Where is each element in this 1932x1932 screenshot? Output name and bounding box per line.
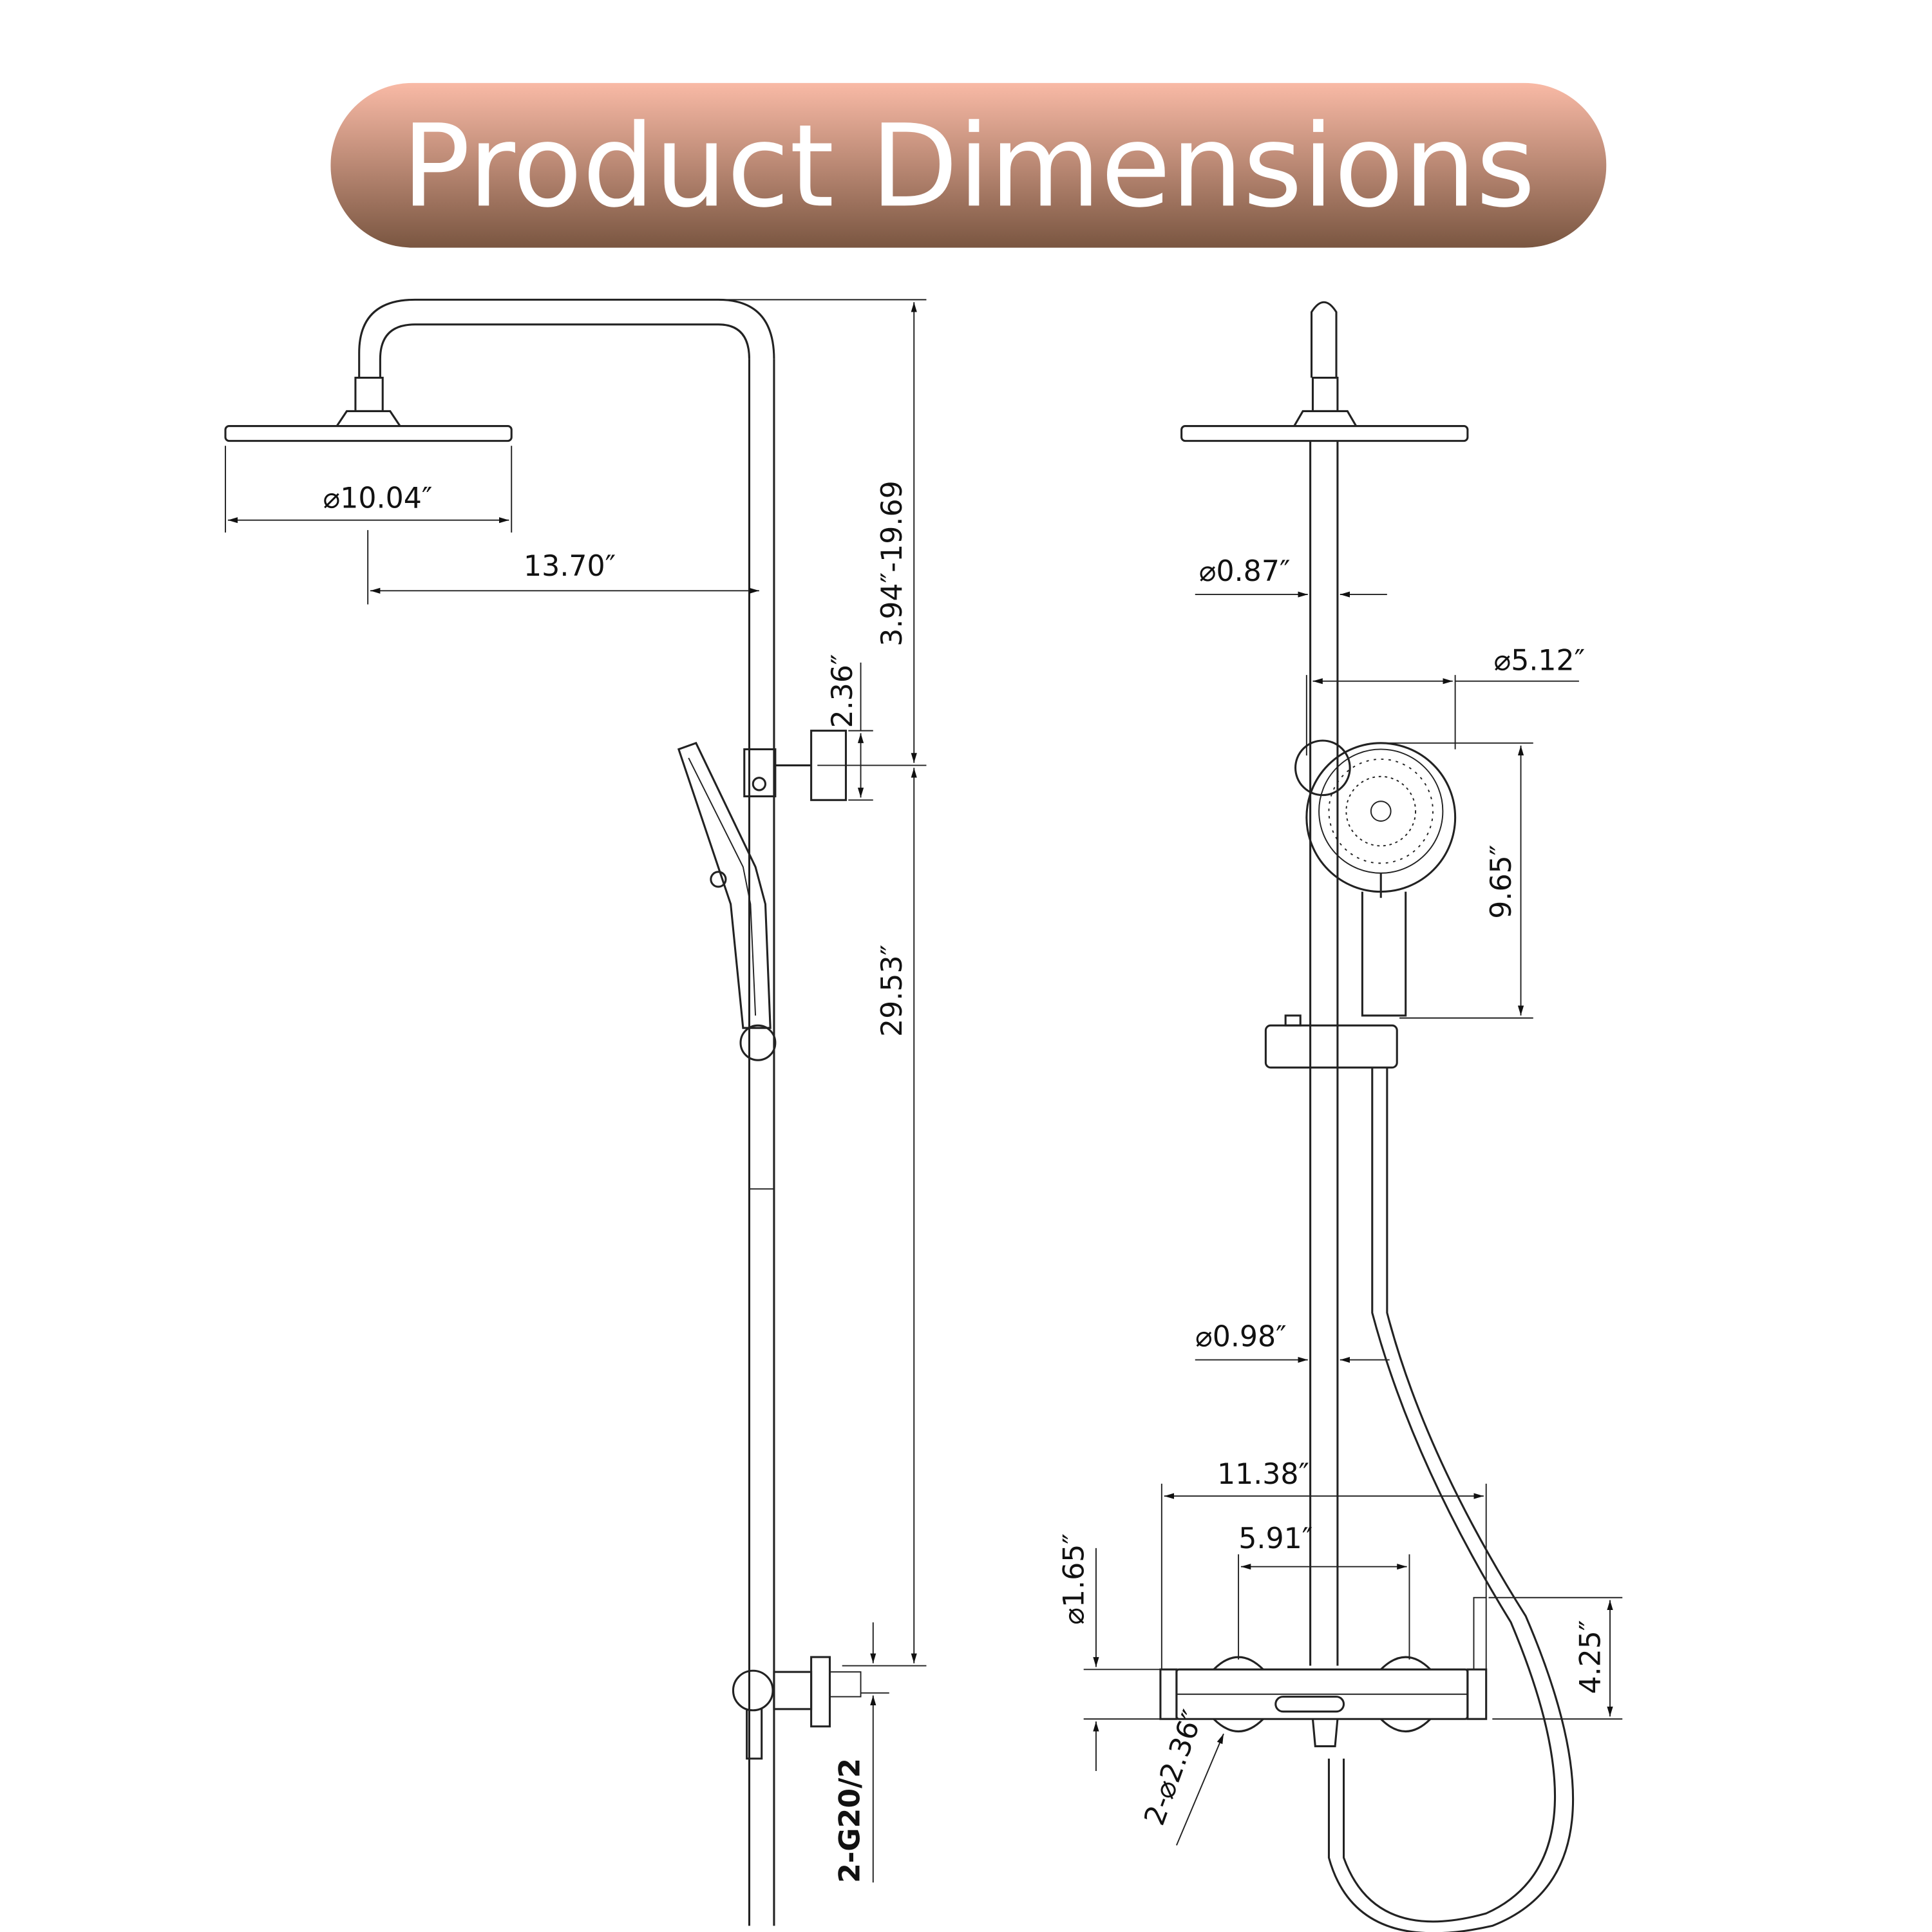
dim-label: 2.36″ [826,654,859,728]
dim-arm-reach: 13.70″ [367,530,759,605]
dim-valve-width: 11.38″ [1160,1458,1487,1670]
dim-label: ⌀0.98″ [1195,1320,1287,1353]
thermostatic-valve [1159,1596,1488,1748]
dim-label: 11.38″ [1217,1458,1309,1491]
rain-shower-head [224,377,513,442]
bottom-valve-side [732,1656,862,1760]
dim-label: 4.25″ [1575,1620,1607,1694]
dim-hand-shower-diameter: ⌀5.12″ [1305,644,1586,756]
dim-label: ⌀5.12″ [1494,644,1586,677]
page-title: Product Dimensions [402,100,1535,232]
dim-adjustable-height: 3.94″-19.69 [718,299,927,766]
riser-pipe [748,359,775,1926]
dim-label: ⌀1.65″ [1058,1533,1091,1625]
dim-label: 5.91″ [1238,1522,1312,1555]
dim-valve-diameter: ⌀1.65″ [1058,1533,1160,1771]
dim-inlet-thread: 2-G20/2 [834,1622,889,1883]
front-view: ⌀0.87″ ⌀5.12″ 9.65″ ⌀0.98″ 11.38″ [1058,301,1623,1932]
dim-flange-diameter: 2-⌀2.36″ [1138,1706,1224,1846]
dim-label: 13.70″ [524,550,616,583]
dim-label: 29.53″ [876,945,909,1037]
dim-hand-shower-length: 9.65″ [1387,742,1533,1019]
dim-label: 2-G20/2 [834,1758,867,1883]
title-banner: Product Dimensions [330,82,1607,248]
hand-shower-side [677,741,777,1061]
dim-label: ⌀10.04″ [323,482,433,515]
banner-pill [330,82,1607,248]
rain-shower-head-front [1180,301,1469,442]
dim-label: 3.94″-19.69 [876,480,909,647]
dim-label: ⌀0.87″ [1199,555,1291,588]
dim-label: 9.65″ [1485,845,1518,919]
dim-rain-head-diameter: ⌀10.04″ [225,446,513,533]
dim-upper-pipe-diameter: ⌀0.87″ [1195,555,1387,598]
slider-bracket [1264,1014,1398,1069]
hand-shower-front [1294,739,1457,1017]
shower-hose [1327,1067,1575,1932]
dim-inlet-spacing: 5.91″ [1238,1522,1410,1660]
dim-label: 2-⌀2.36″ [1138,1706,1209,1830]
side-view: ⌀10.04″ 13.70″ 3.94″-19.69 2.36″ 29.53″ [224,298,927,1926]
riser-pipe-front [1309,440,1339,1666]
dim-bracket-height: 2.36″ [826,654,873,801]
dim-lower-pipe-diameter: ⌀0.98″ [1195,1320,1390,1363]
dim-riser-length: 29.53″ [842,768,927,1667]
dim-valve-height: 4.25″ [1488,1596,1623,1720]
shower-arm [358,298,775,378]
